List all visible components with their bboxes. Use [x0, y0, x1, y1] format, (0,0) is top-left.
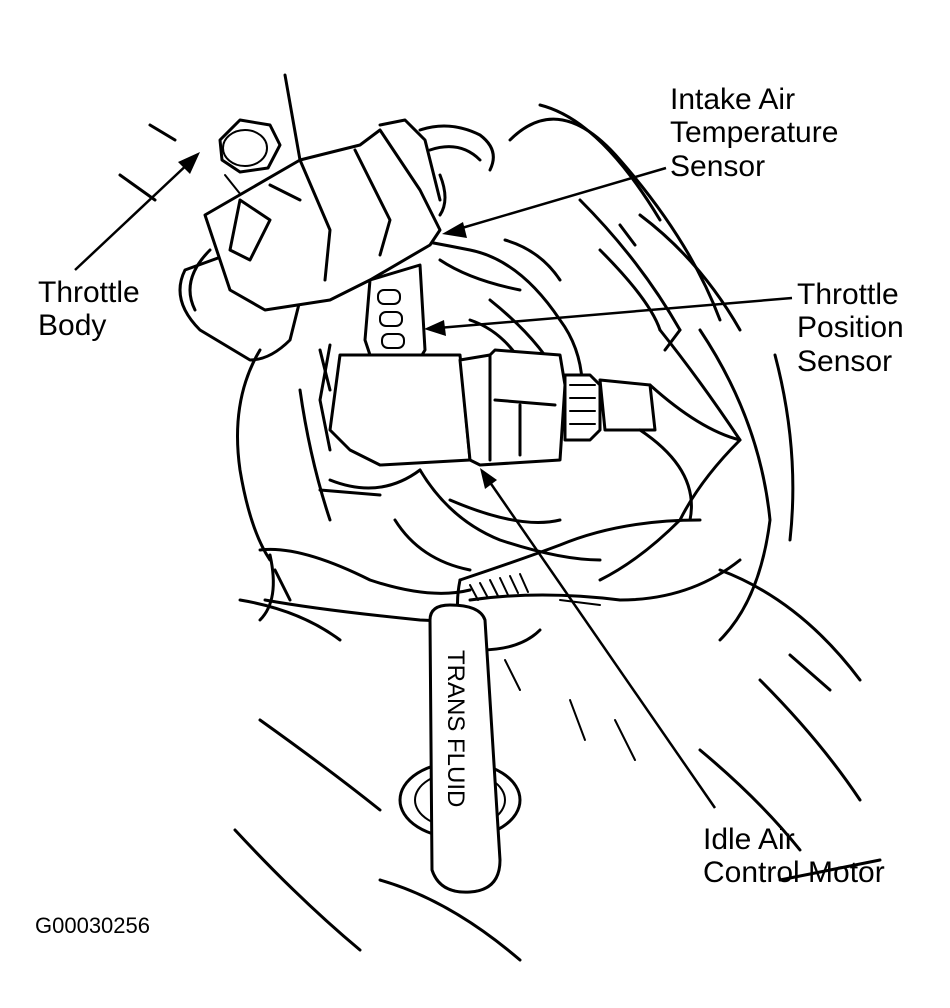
iac-motor-leader [485, 477, 717, 809]
iac-motor-arrowhead [480, 468, 497, 489]
dipstick-label: TRANS FLUID [442, 650, 469, 807]
svg-text:Throttle: Throttle [38, 276, 140, 309]
intake-air-temperature-sensor [203, 118, 495, 312]
tps-leader [437, 296, 793, 330]
svg-text:Idle Air: Idle Air [703, 823, 795, 856]
svg-text:Intake Air: Intake Air [670, 83, 795, 116]
idle-air-control-motor [318, 343, 657, 467]
label-intake-air-temperature-sensor: Intake Air Temperature Sensor [670, 83, 838, 183]
label-throttle-position-sensor: Throttle Position Sensor [797, 278, 904, 378]
svg-text:Temperature: Temperature [670, 116, 838, 149]
label-idle-air-control-motor: Idle Air Control Motor [703, 823, 885, 889]
trans-fluid-dipstick: TRANS FLUID [398, 603, 522, 894]
tps-arrowhead [424, 320, 446, 336]
throttle-body-arrowhead [178, 152, 200, 174]
iat-sensor-arrowhead [442, 222, 467, 238]
engine-background-contours [118, 73, 882, 962]
figure-code: G00030256 [35, 913, 150, 938]
iat-sensor-leader [454, 166, 667, 232]
svg-text:Throttle: Throttle [797, 278, 899, 311]
svg-text:Sensor: Sensor [797, 345, 892, 378]
svg-text:Body: Body [38, 309, 106, 342]
leader-lines [74, 152, 793, 809]
throttle-body-leader [74, 159, 193, 271]
svg-text:Sensor: Sensor [670, 150, 765, 183]
label-throttle-body: Throttle Body [38, 276, 140, 342]
svg-text:Control Motor: Control Motor [703, 856, 885, 889]
svg-text:Position: Position [797, 311, 904, 344]
